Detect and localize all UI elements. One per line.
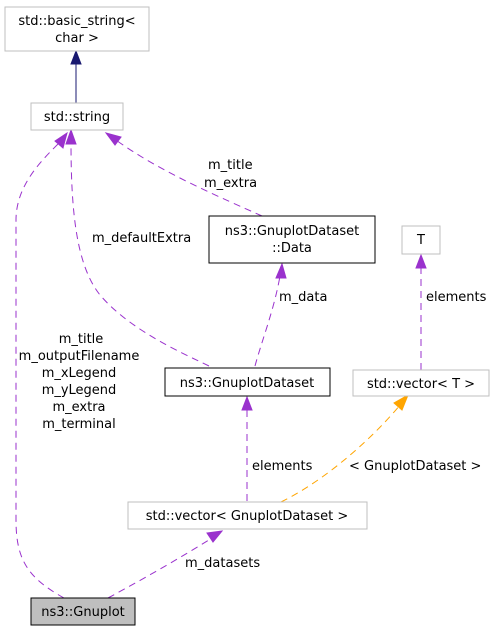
edge-label-member: m_outputFilename	[19, 349, 140, 364]
node-label: ns3::GnuplotDataset	[180, 376, 314, 391]
usage-arrowhead	[241, 395, 253, 411]
edge-label-m-default-extra: m_defaultExtra	[92, 231, 191, 246]
usage-arrowhead	[65, 128, 77, 145]
usage-arrowhead	[104, 132, 122, 146]
node-label: T	[416, 233, 425, 248]
node-gnuplot-dataset[interactable]: ns3::GnuplotDataset	[164, 367, 331, 397]
edge-label-template-args: < GnuplotDataset >	[349, 459, 481, 474]
edge-label-t-elements: elements	[426, 290, 487, 305]
edge-label-data-extra: m_extra	[204, 176, 257, 191]
edge-template-instance	[280, 393, 409, 503]
edge-gnuplot-uses-string	[15, 131, 68, 599]
node-t[interactable]: T	[401, 225, 441, 255]
edge-dataset-uses-data	[254, 262, 287, 367]
node-basic-string[interactable]: std::basic_string< char >	[4, 6, 150, 52]
edge-vector-uses-t	[415, 253, 427, 370]
node-label: char >	[55, 31, 99, 46]
node-gnuplot[interactable]: ns3::Gnuplot	[30, 597, 136, 626]
node-label: std::basic_string<	[18, 14, 135, 29]
edge-label-member: m_extra	[52, 400, 105, 415]
edge-string-inherits-basic-string	[70, 49, 82, 103]
template-arrowhead	[393, 393, 409, 411]
usage-arrowhead	[275, 262, 287, 279]
edge-label-member: m_yLegend	[42, 383, 117, 398]
usage-arrowhead	[54, 131, 68, 149]
node-std-string[interactable]: std::string	[30, 102, 124, 131]
node-vector-t[interactable]: std::vector< T >	[352, 369, 490, 397]
edge-label-member: m_terminal	[42, 417, 115, 432]
edge-dataset-uses-string	[65, 128, 210, 367]
node-gnuplot-dataset-data[interactable]: ns3::GnuplotDataset ::Data	[208, 215, 376, 264]
edge-label-m-datasets: m_datasets	[185, 556, 260, 571]
node-label: std::vector< T >	[367, 377, 475, 392]
edge-vector-dataset-uses-dataset	[241, 395, 253, 501]
node-label: ns3::Gnuplot	[41, 605, 125, 620]
node-label: ::Data	[272, 241, 312, 256]
edge-label-member: m_xLegend	[42, 366, 117, 381]
edge-label-data-title: m_title	[208, 158, 253, 173]
edge-label-dataset-elements: elements	[252, 459, 313, 474]
edge-label-gnuplot-members: m_title m_outputFilename m_xLegend m_yLe…	[19, 332, 140, 432]
inheritance-arrowhead	[70, 49, 82, 65]
edge-gnuplot-uses-vector	[107, 530, 224, 599]
edge-label-member: m_title	[59, 332, 104, 347]
node-label: ns3::GnuplotDataset	[225, 224, 359, 239]
node-vector-gnuplot-dataset[interactable]: std::vector< GnuplotDataset >	[127, 501, 368, 530]
edge-label-m-data: m_data	[279, 290, 327, 305]
usage-arrowhead	[415, 253, 427, 269]
usage-arrowhead	[206, 530, 224, 543]
node-label: std::string	[44, 110, 110, 125]
edge-data-uses-string	[104, 132, 263, 217]
node-label: std::vector< GnuplotDataset >	[146, 509, 349, 524]
